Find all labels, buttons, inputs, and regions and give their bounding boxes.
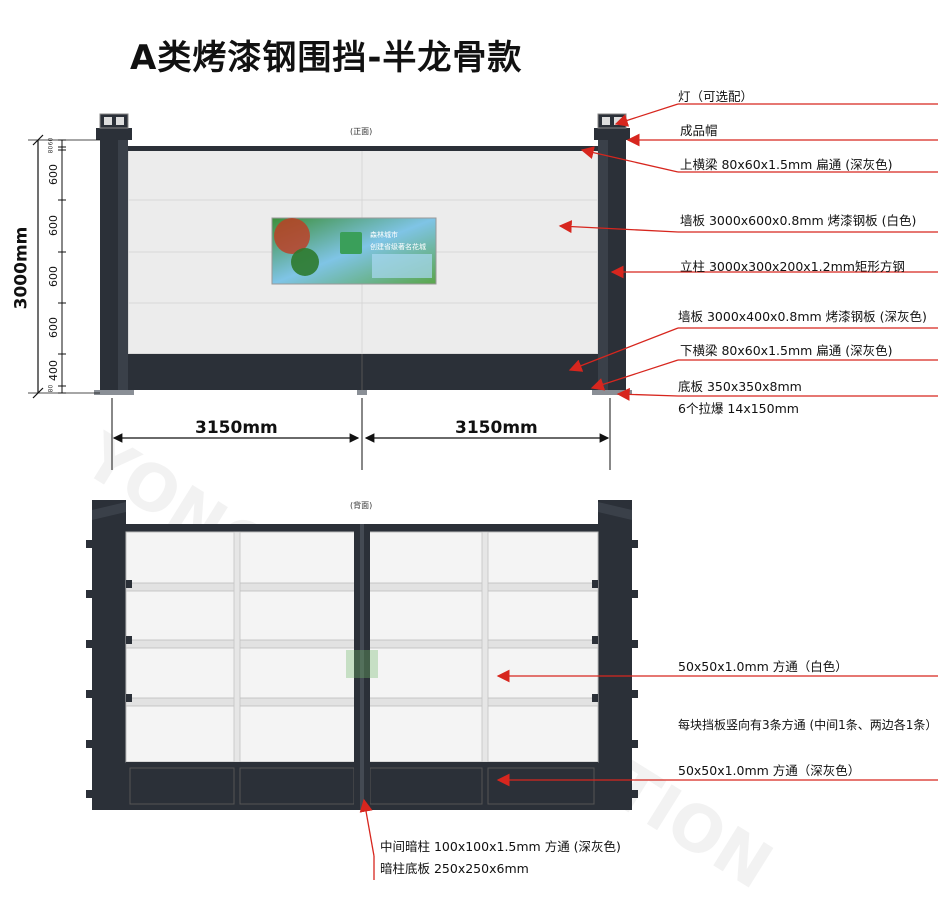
back-leader-lines (359, 669, 938, 880)
callout-cap: 成品帽 (680, 123, 718, 138)
segment-dim-600-c: 600 (47, 266, 60, 287)
front-leader-lines (558, 103, 938, 401)
segment-dim-600-a: 600 (47, 164, 60, 185)
segment-dim-top-2: 80 (47, 145, 55, 154)
segment-dim-bottom: 80 (47, 384, 55, 393)
callout-middle-post: 中间暗柱 100x100x1.5mm 方通 (深灰色) (380, 839, 621, 854)
width-dimension-left: 3150mm (195, 418, 278, 438)
front-wall-panel-dark (128, 354, 598, 390)
callout-tube-note: 每块挡板竖向有3条方通 (中间1条、两边各1条） (678, 718, 938, 732)
callout-middle-base: 暗柱底板 250x250x6mm (380, 861, 529, 876)
callout-white-panel: 墙板 3000x600x0.8mm 烤漆钢板 (白色) (680, 213, 917, 228)
front-view (28, 113, 632, 470)
back-left-post (92, 500, 126, 810)
segment-dim-400: 400 (47, 360, 60, 381)
callout-bottom-beam: 下横梁 80x60x1.5mm 扁通 (深灰色) (680, 343, 893, 358)
callout-anchors: 6个拉爆 14x150mm (678, 401, 799, 416)
callout-dark-panel: 墙板 3000x400x0.8mm 烤漆钢板 (深灰色) (678, 309, 927, 324)
callout-post: 立柱 3000x300x200x1.2mm矩形方钢 (680, 259, 905, 274)
front-base-plate-left (94, 390, 134, 395)
callout-lamp: 灯（可选配） (678, 89, 754, 104)
ad-line-2: 创建省级著名花城 (370, 243, 426, 251)
back-right-post (598, 500, 632, 810)
front-left-cap (96, 128, 132, 140)
front-base-plate-right (592, 390, 632, 395)
segment-dim-top-1: 60 (47, 137, 55, 146)
front-view-label: (正面) (350, 127, 373, 136)
back-view-label: (背面) (350, 501, 373, 510)
width-dimension-right: 3150mm (455, 418, 538, 438)
segment-dim-600-b: 600 (47, 215, 60, 236)
callout-white-tube: 50x50x1.0mm 方通（白色） (678, 659, 848, 674)
front-right-cap (594, 128, 630, 140)
callout-base-plate: 底板 350x350x8mm (678, 379, 802, 394)
segment-dim-600-d: 600 (47, 317, 60, 338)
ad-line-1: 森林城市 (370, 231, 398, 239)
callout-dark-tube: 50x50x1.0mm 方通（深灰色） (678, 763, 861, 778)
back-view (86, 500, 638, 810)
front-top-beam (128, 146, 598, 151)
height-dimension: 3000mm (11, 226, 32, 310)
page-title: A类烤漆钢围挡-半龙骨款 (130, 38, 523, 78)
callout-top-beam: 上横梁 80x60x1.5mm 扁通 (深灰色) (680, 157, 893, 172)
